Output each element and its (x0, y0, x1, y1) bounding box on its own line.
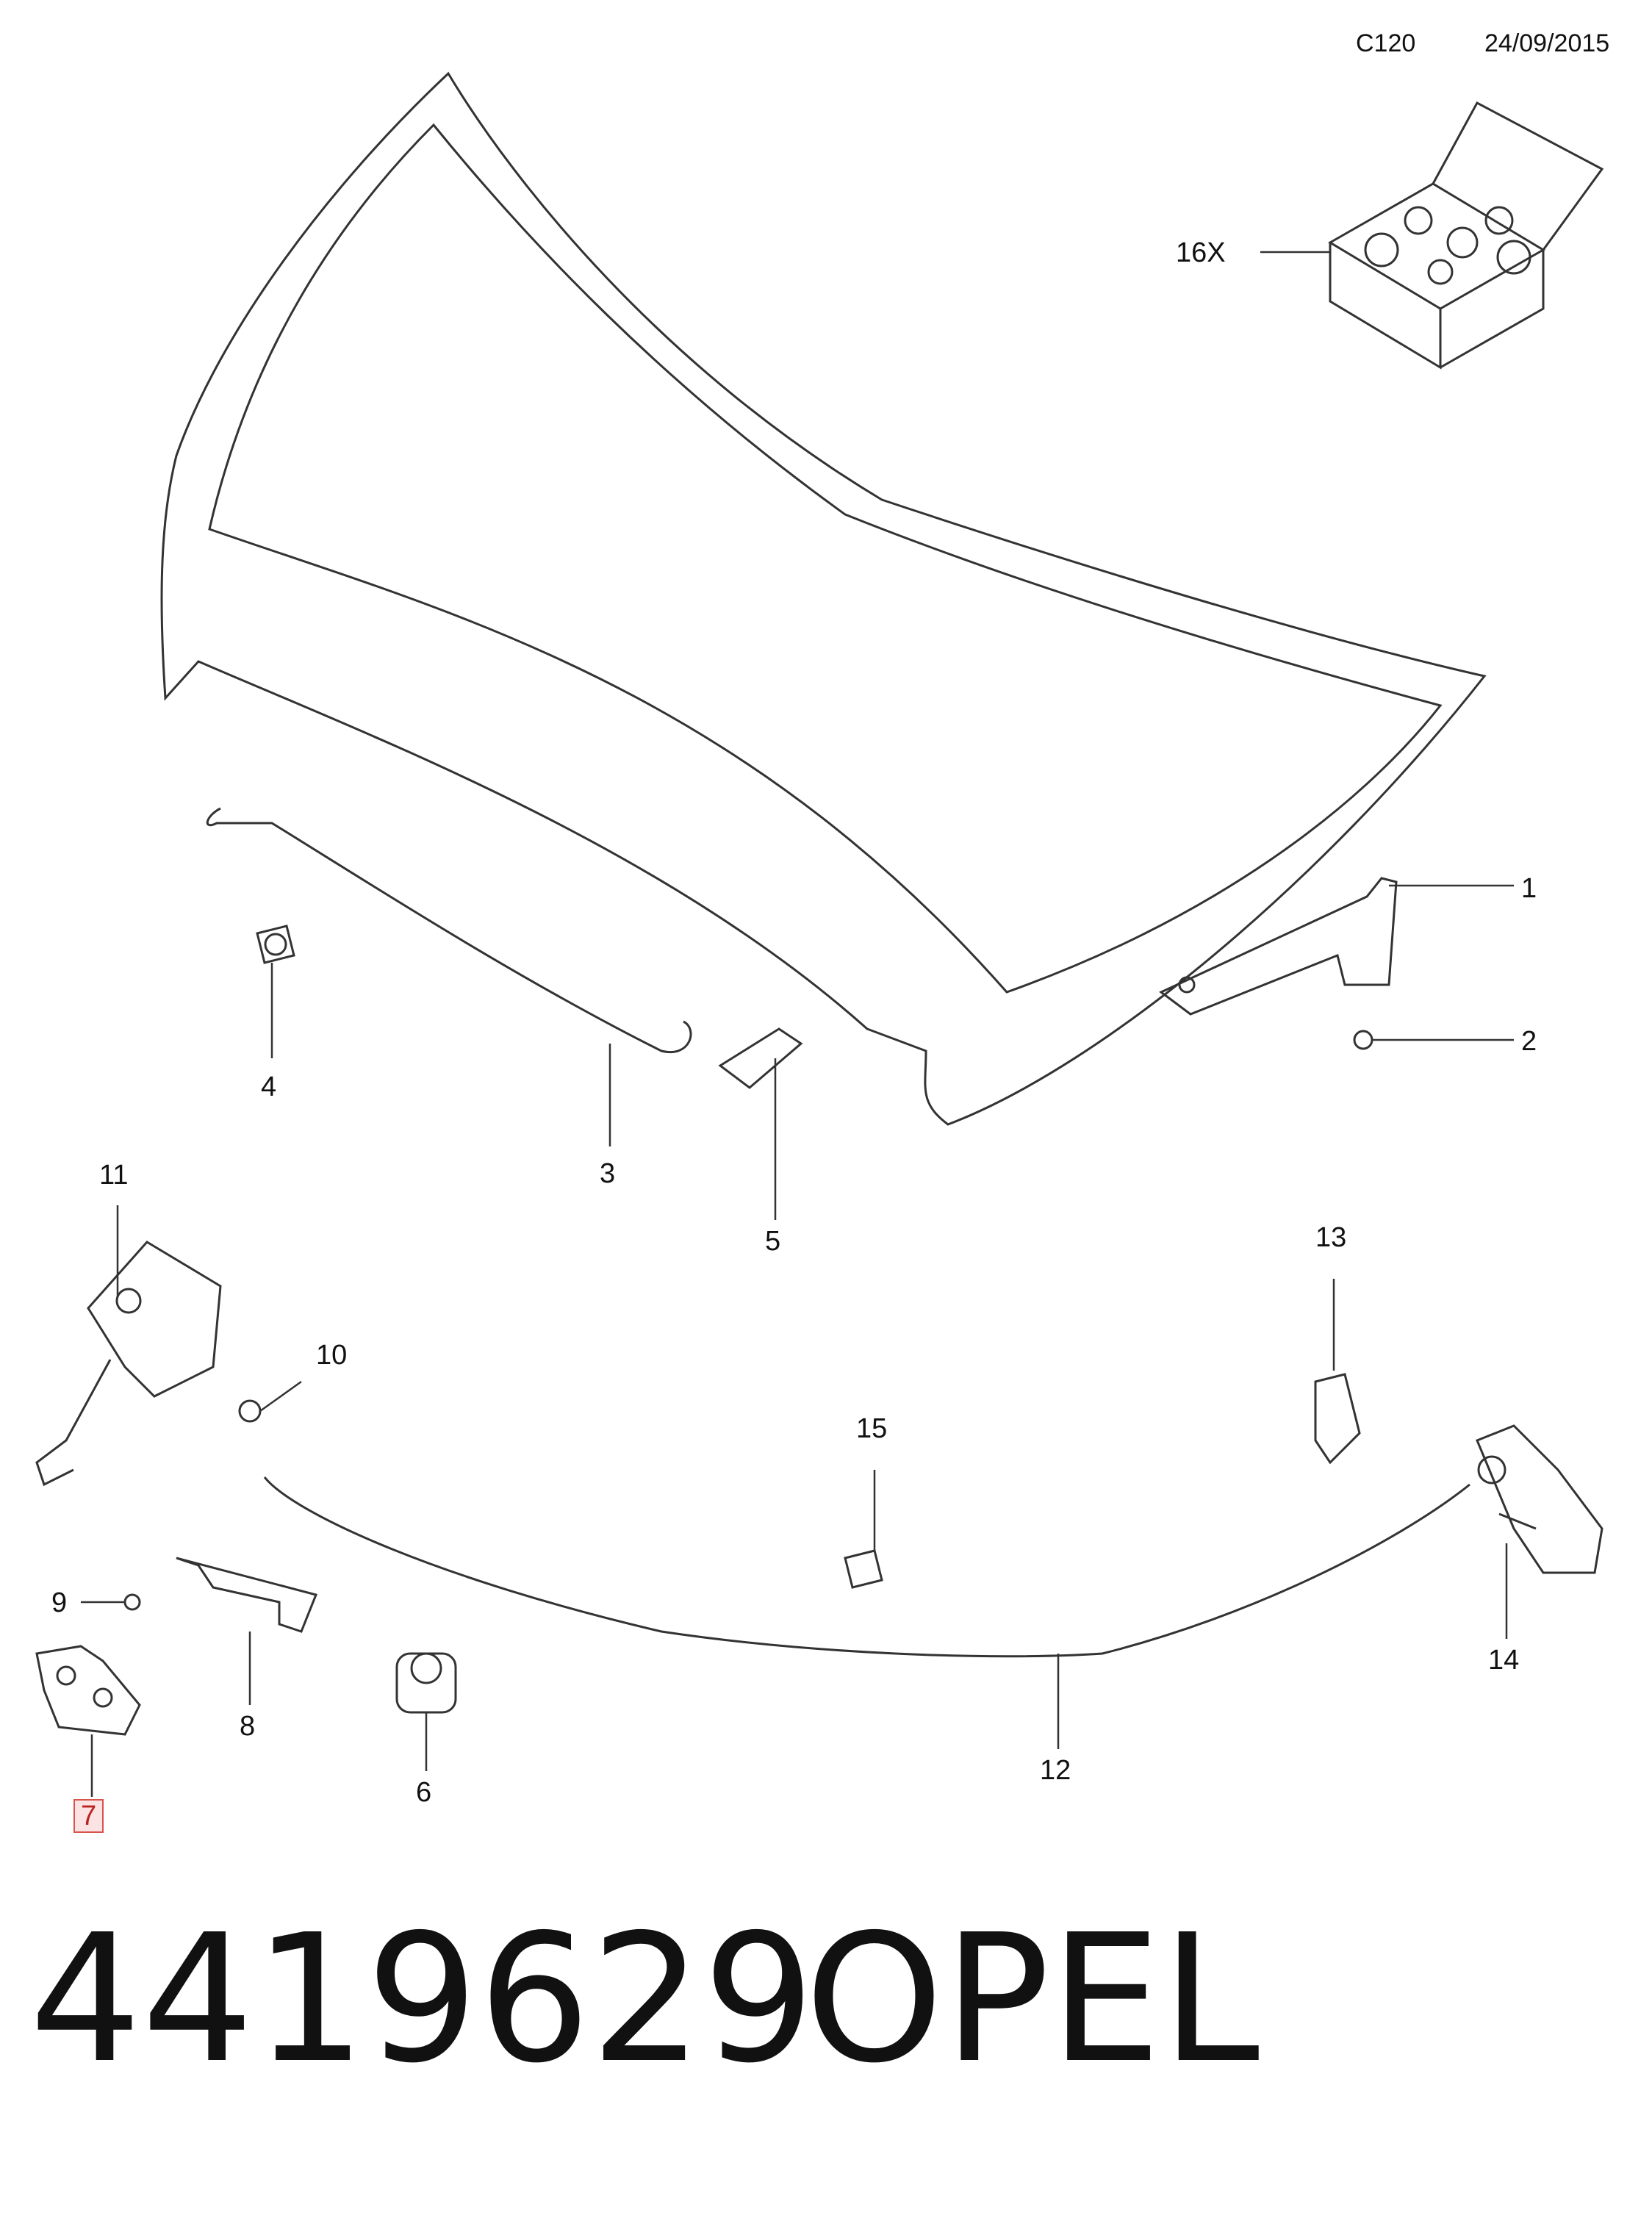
hood-hinge (1159, 877, 1398, 1016)
prop-rod-holder (718, 1027, 803, 1089)
hinge-nut (1353, 1030, 1373, 1050)
hood-panel (160, 71, 1487, 1126)
parts-diagram (35, 71, 1604, 1797)
callout-1: 1 (1521, 873, 1537, 904)
striker-bracket (176, 1557, 318, 1633)
release-cable (263, 1476, 1470, 1658)
hood-lock-striker (35, 1645, 141, 1736)
diagram-date: 24/09/2015 (1484, 29, 1610, 57)
callout-2: 2 (1521, 1026, 1537, 1057)
latch-bolt (238, 1399, 262, 1423)
callout-4: 4 (261, 1072, 277, 1102)
screw (123, 1593, 141, 1611)
part-number: 4419629 (29, 1896, 815, 2102)
callout-5: 5 (765, 1226, 781, 1257)
hood-prop-rod (206, 807, 692, 1054)
callout-13: 13 (1315, 1222, 1347, 1253)
brand-name: OPEL (805, 1896, 1260, 2102)
cable-clip (844, 1549, 883, 1589)
diagram-code: C120 (1356, 29, 1416, 57)
callout-12: 12 (1040, 1755, 1071, 1786)
leader-lines (81, 251, 1514, 1797)
callout-10: 10 (316, 1340, 348, 1371)
hood-bump-stop (395, 1652, 457, 1714)
clip-kit-box (1328, 101, 1604, 370)
callout-16x: 16X (1176, 237, 1226, 268)
callout-7: 7 (73, 1799, 104, 1833)
hood-latch (35, 1241, 222, 1487)
callout-9: 9 (51, 1587, 68, 1618)
callout-3: 3 (600, 1158, 616, 1189)
callout-15: 15 (856, 1413, 888, 1444)
release-handle (1314, 1373, 1361, 1465)
release-handle-bracket (1476, 1424, 1603, 1574)
callout-6: 6 (416, 1777, 432, 1808)
callout-11: 11 (99, 1160, 129, 1191)
callout-8: 8 (240, 1711, 256, 1742)
prop-rod-clip (256, 925, 295, 964)
callout-14: 14 (1488, 1645, 1520, 1676)
